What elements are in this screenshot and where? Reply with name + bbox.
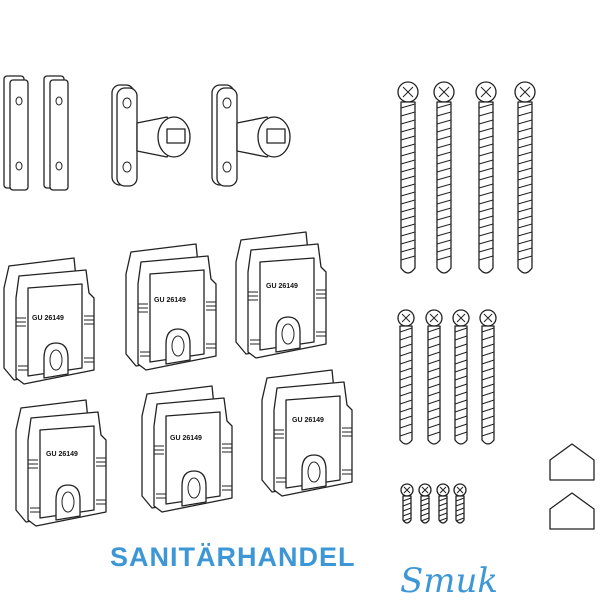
short-screw — [400, 483, 414, 524]
clip-label: GU 26149 — [292, 417, 324, 424]
cover-cap — [549, 443, 595, 481]
clip-label: GU 26149 — [46, 451, 78, 458]
short-screw — [453, 483, 467, 524]
cover-cap — [549, 492, 595, 530]
flat-plate — [3, 75, 29, 191]
short-screw — [436, 483, 450, 524]
clip: GU 26149 — [141, 385, 233, 513]
long-screw — [514, 81, 536, 274]
medium-screw — [452, 309, 470, 445]
clip-label: GU 26149 — [170, 435, 202, 442]
clip: GU 26149 — [261, 369, 353, 497]
clip: GU 26149 — [235, 231, 327, 359]
clip-label: GU 26149 — [154, 297, 186, 304]
flat-plate — [43, 75, 69, 191]
medium-screw — [479, 309, 497, 445]
bolt-plate — [211, 84, 291, 187]
long-screw — [433, 81, 455, 274]
medium-screw — [397, 309, 415, 445]
watermark-line1: SANITÄRHANDEL — [110, 542, 356, 572]
clip: GU 26149 — [3, 257, 95, 385]
bolt-plate — [111, 84, 191, 187]
long-screw — [397, 81, 419, 274]
clip-label: GU 26149 — [32, 315, 64, 322]
clip-label: GU 26149 — [266, 283, 298, 290]
clip: GU 26149 — [15, 399, 107, 527]
medium-screw — [425, 309, 443, 445]
watermark-line2: Smuk — [400, 561, 498, 600]
long-screw — [475, 81, 497, 274]
clip: GU 26149 — [125, 243, 217, 371]
short-screw — [418, 483, 432, 524]
